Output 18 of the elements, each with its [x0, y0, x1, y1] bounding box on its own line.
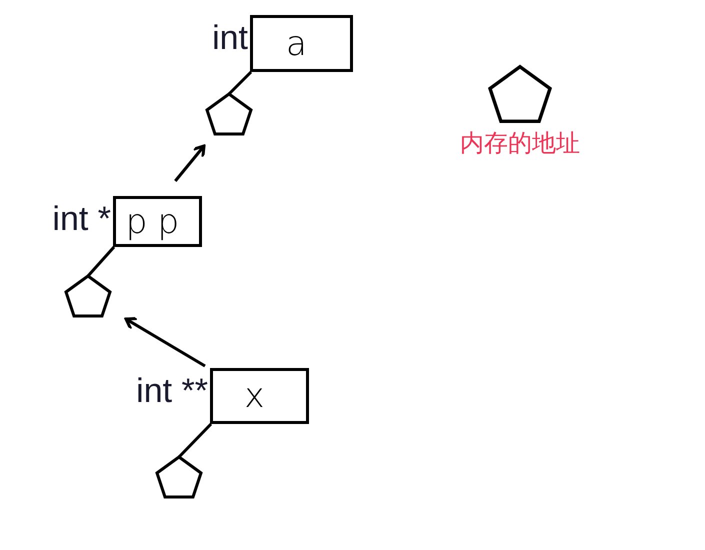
- variable-box: [113, 196, 202, 247]
- pentagon: [155, 455, 203, 499]
- type-label: int **: [136, 374, 208, 408]
- handwritten-value: pp: [126, 204, 190, 238]
- pentagon: [205, 92, 253, 136]
- legend-text: 内存的地址: [460, 132, 580, 156]
- arrow: [174, 144, 206, 182]
- handwritten-value: a: [286, 26, 318, 60]
- variable-box: [250, 15, 353, 72]
- connector-line: [86, 246, 116, 277]
- type-label: int *: [52, 202, 111, 236]
- connector-line: [228, 70, 252, 96]
- type-label: int: [212, 21, 248, 55]
- variable-box: [210, 368, 309, 424]
- arrow: [124, 316, 206, 368]
- handwritten-value: x: [244, 379, 275, 413]
- pentagon: [64, 274, 112, 318]
- connector-line: [178, 422, 212, 458]
